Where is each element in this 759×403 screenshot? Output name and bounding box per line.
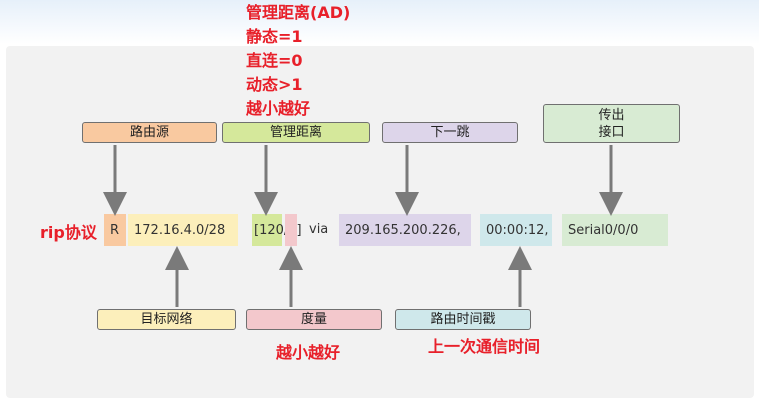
rip-protocol-note: rip协议 [40,223,97,242]
ad-connected: 直连=0 [246,51,303,70]
ad-static: 静态=1 [246,27,303,46]
route-network: 172.16.4.0/28 [128,214,238,246]
label-outgoing-interface: 传出 接口 [543,104,680,143]
route-metric-highlight [285,214,297,246]
route-interface: Serial0/0/0 [562,214,668,246]
label-route-source: 路由源 [82,122,217,143]
ad-title: 管理距离(AD) [246,3,351,22]
last-communication-note: 上一次通信时间 [428,337,541,356]
label-next-hop: 下一跳 [382,122,518,143]
label-route-timestamp: 路由时间戳 [395,309,531,330]
label-outgoing-line1: 传出 [598,107,625,123]
metric-smaller-better-note: 越小越好 [276,343,341,362]
label-destination-network: 目标网络 [97,309,236,330]
route-code: R [104,214,126,246]
route-next-hop: 209.165.200.226, [339,214,471,246]
label-metric: 度量 [246,309,382,330]
route-timestamp: 00:00:12, [480,214,552,246]
label-outgoing-line2: 接口 [598,124,625,140]
ad-dynamic: 动态>1 [246,75,303,94]
header-background [0,0,759,44]
route-via: via [309,222,329,237]
label-admin-distance: 管理距离 [222,122,370,143]
ad-smaller-better: 越小越好 [246,99,311,118]
